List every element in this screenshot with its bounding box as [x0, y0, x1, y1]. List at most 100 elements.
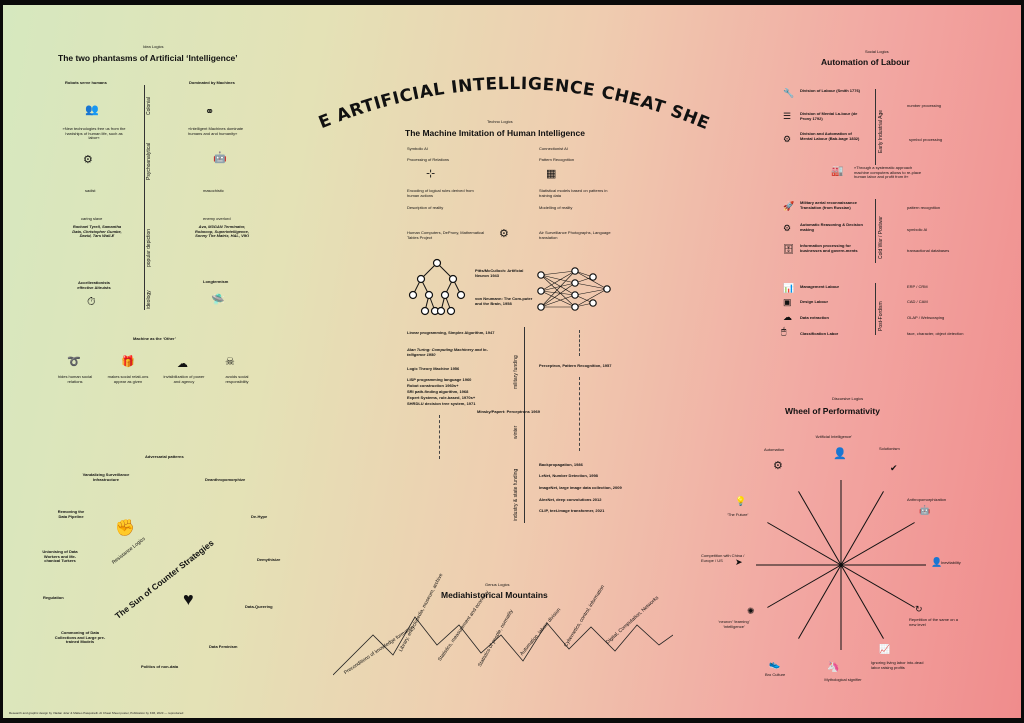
- wheel-label-solutionism: Solutionism: [879, 446, 900, 451]
- longtermism: Longtermism: [203, 279, 229, 284]
- person-icon: 👤: [931, 557, 943, 567]
- lab-right-5: pattern recognition: [907, 205, 941, 210]
- v-winter: winter: [513, 425, 519, 439]
- ideo-right-head: Dominated by Machines: [189, 80, 235, 85]
- tl-right-3: ImageNet, large image data collection, 2…: [539, 485, 622, 490]
- techno-gear-icon: ⚙: [499, 228, 509, 240]
- tl-left-6: SRI path-finding algorithm, 1968: [407, 389, 469, 394]
- sun-ray-8: Commoning of Data Collections and Large …: [54, 630, 106, 645]
- check-icon: ✔: [890, 463, 898, 473]
- minsky-papert: Minsky/Papert: Perceptrons 1969: [477, 409, 540, 414]
- wheel-label-repetition: Repetition of the same on a new level: [909, 617, 958, 627]
- lab-row-3: Division and Automation of Mental Labour…: [800, 131, 860, 141]
- unicorn-icon: 🦄: [827, 662, 840, 673]
- sun-ray-3: De-Hype: [251, 514, 268, 519]
- person-screen-icon: 👤: [833, 448, 847, 460]
- gears-icon: ⚙: [783, 223, 792, 233]
- lightbulb-icon: 💡: [735, 496, 747, 506]
- decision-tree-diagram: [408, 258, 466, 316]
- air-surveillance: Air Surveillance Photographs, Language t…: [539, 230, 611, 240]
- footer-credits: Research and graphic design by Vladan Jo…: [9, 711, 184, 715]
- description-reality: Description of reality: [407, 205, 444, 210]
- lab-row-1: Division of Labour (Smith 1776): [800, 88, 861, 93]
- connectionist-ai: Connectionist AI: [539, 146, 568, 151]
- wheel-label-bro: Bro Culture: [765, 672, 786, 677]
- timeline-divider: [524, 327, 525, 523]
- cycle-icon: ➰: [67, 356, 81, 368]
- fist-icon: ✊: [115, 520, 135, 537]
- sun-ray-7: Politics of non-data: [141, 664, 179, 669]
- lines-icon: ☰: [783, 111, 792, 121]
- lab-row-5: Military aerial reconnaissance Translati…: [800, 200, 857, 210]
- other-item-2: makes social relati-ons appear as given: [107, 374, 149, 384]
- sun-ray-1: Adversarial patterns: [145, 454, 184, 459]
- sun-ray-11: Removing the Data Pipeline: [57, 509, 85, 519]
- v-colonial: Colonial: [146, 96, 152, 115]
- humans-icon: 👥: [85, 104, 99, 116]
- wheel-spokes: [756, 480, 926, 650]
- ideo-right-quote: »Intelligent Machines dominate humans an…: [188, 126, 244, 136]
- lab-row-10: Data extraction: [800, 315, 829, 320]
- factory-icon: 🏭: [831, 166, 844, 177]
- dash-left: [439, 415, 440, 459]
- sun-ray-5: Data-Queering: [245, 604, 273, 609]
- other-item-1: hides human social relations: [57, 374, 93, 384]
- skull-icon: ☠: [225, 356, 235, 368]
- lab-row-7: Information processing for businesses an…: [800, 243, 858, 253]
- wheel-label-ai: ‘Artificial Intelligence’: [815, 434, 853, 439]
- labour-gear-icon: ⚙: [783, 134, 792, 144]
- chart-icon: 📊: [783, 283, 795, 293]
- ideo-kicker: Idea Logics: [143, 44, 164, 49]
- lab-quote: »Through a systematic approach machine c…: [854, 165, 922, 180]
- lab-right-7: transactional databases: [907, 248, 950, 253]
- shoes-icon: 👟: [769, 659, 781, 669]
- mountains-title: Mediahistorical Mountains: [441, 590, 548, 600]
- tl-left-2: Alan Turing: Computing Machinery and In-…: [407, 347, 488, 357]
- lab-row-9: Design Labour: [800, 299, 829, 304]
- gift-icon: 🎁: [121, 356, 135, 368]
- race-icon: ➤: [735, 557, 743, 567]
- labour-kicker: Social Logics: [865, 49, 889, 54]
- enemy-names: Ava, M3GAN Terminator, Robocop, Superint…: [194, 224, 249, 239]
- pattern-recognition: Pattern Recognition: [539, 157, 575, 162]
- automation-gear-icon: ⚙: [773, 460, 783, 472]
- ideo-left-quote: »New technologies free us from the hards…: [62, 126, 126, 141]
- wheel-label-myth: Mythological signifier: [824, 677, 862, 682]
- ideo-divider: [144, 85, 145, 310]
- ideo-title: The two phantasms of Artificial ‘Intelli…: [58, 53, 238, 63]
- v-ideology: ideology: [146, 290, 152, 309]
- other-title: Machine as the ‘Other’: [133, 336, 176, 341]
- masochistic: masochistic: [203, 188, 224, 193]
- lab-row-6: Automatic Reasoning & Decision making: [800, 222, 863, 232]
- dash-right: [579, 377, 580, 451]
- sadist: sadist: [85, 188, 96, 193]
- processing-relations: Processing of Relations: [407, 157, 450, 162]
- v-military: military funding: [513, 355, 519, 389]
- tl-left-7: Expert Systems, rule-based, 1970s+: [407, 395, 476, 400]
- lab-right-1: number processing: [907, 103, 942, 108]
- wheel-label-labor: Ignoring living labor into-dead labor ra…: [871, 660, 924, 670]
- lab-row-11: Classification Labor: [800, 331, 839, 336]
- hierarchy-icon: ⊹: [426, 168, 436, 180]
- lab-row-2: Division of Mental La-bour (de Prony 179…: [800, 111, 858, 121]
- grid-icon: ▦: [546, 168, 557, 180]
- sun-kicker: Resistance Logics: [111, 536, 147, 566]
- labour-title: Automation of Labour: [821, 57, 910, 67]
- wheel-label-automation: Automation: [764, 447, 785, 452]
- mountains-kicker: Genus Logics: [485, 582, 510, 587]
- stopwatch-icon: ⏱: [87, 296, 96, 308]
- tl-right-1: Backpropagation, 1986: [539, 462, 583, 467]
- lab-right-10: OLAP / Webscraping: [907, 315, 945, 320]
- labour-divider-1: [875, 89, 876, 165]
- labour-divider-2: [875, 199, 876, 263]
- statistical-models: Statistical models based on patterns in …: [539, 188, 608, 198]
- v-cold: Cold War / Postwar: [878, 216, 884, 259]
- database-icon: 🗄: [783, 244, 795, 254]
- tl-left-5: Robot construction 1960s+: [407, 383, 459, 388]
- sun-ray-10: Unionising of Data Workers and Me-chanic…: [42, 549, 78, 564]
- other-item-3: invisibilization of power and agency: [163, 374, 205, 384]
- rocket-icon: 🚀: [783, 201, 795, 211]
- lab-right-9: CAD / CAM: [907, 299, 928, 304]
- lab-right-6: symbolic AI: [907, 227, 928, 232]
- tl-left-8: SHRDLU decision tree system, 1971: [407, 401, 476, 406]
